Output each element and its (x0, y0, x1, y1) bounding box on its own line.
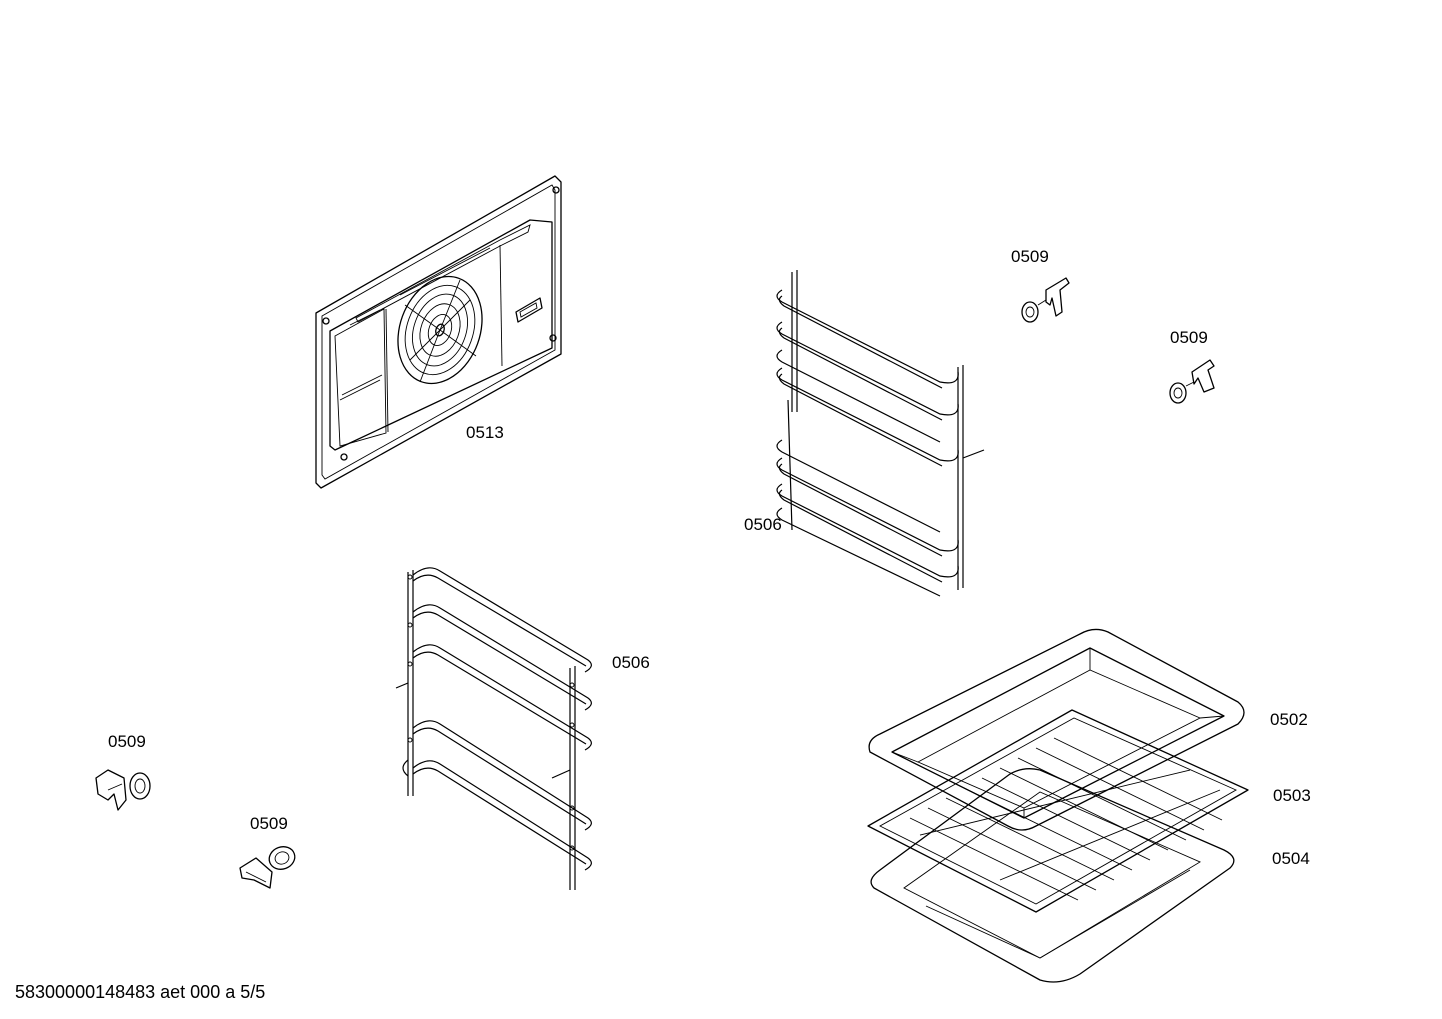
clip-bottom-1-icon (95, 769, 151, 811)
document-code: 58300000148483 aet 000 a 5/5 (15, 982, 266, 1002)
deep-pan (870, 768, 1235, 983)
fan-cover-panel (315, 175, 562, 489)
wire-rack (867, 709, 1249, 913)
fan-grille-icon (397, 275, 483, 385)
clip-top-1-icon (1021, 277, 1070, 323)
baking-tray (868, 628, 1245, 831)
label-clip-bottom-2: 0509 (250, 814, 288, 833)
shelf-support-upper (776, 270, 985, 597)
label-shelf-support-lower: 0506 (612, 653, 650, 672)
label-shelf-support-upper: 0506 (744, 515, 782, 534)
clip-top-2-icon (1169, 359, 1215, 404)
shelf-support-lower (395, 567, 592, 890)
label-fan-cover: 0513 (466, 423, 504, 442)
label-clip-top-1: 0509 (1011, 247, 1049, 266)
label-deep-pan: 0504 (1272, 849, 1310, 868)
label-clip-bottom-1: 0509 (108, 732, 146, 751)
label-baking-tray: 0502 (1270, 710, 1308, 729)
label-clip-top-2: 0509 (1170, 328, 1208, 347)
label-wire-rack: 0503 (1273, 786, 1311, 805)
clip-bottom-2-icon (239, 846, 296, 889)
